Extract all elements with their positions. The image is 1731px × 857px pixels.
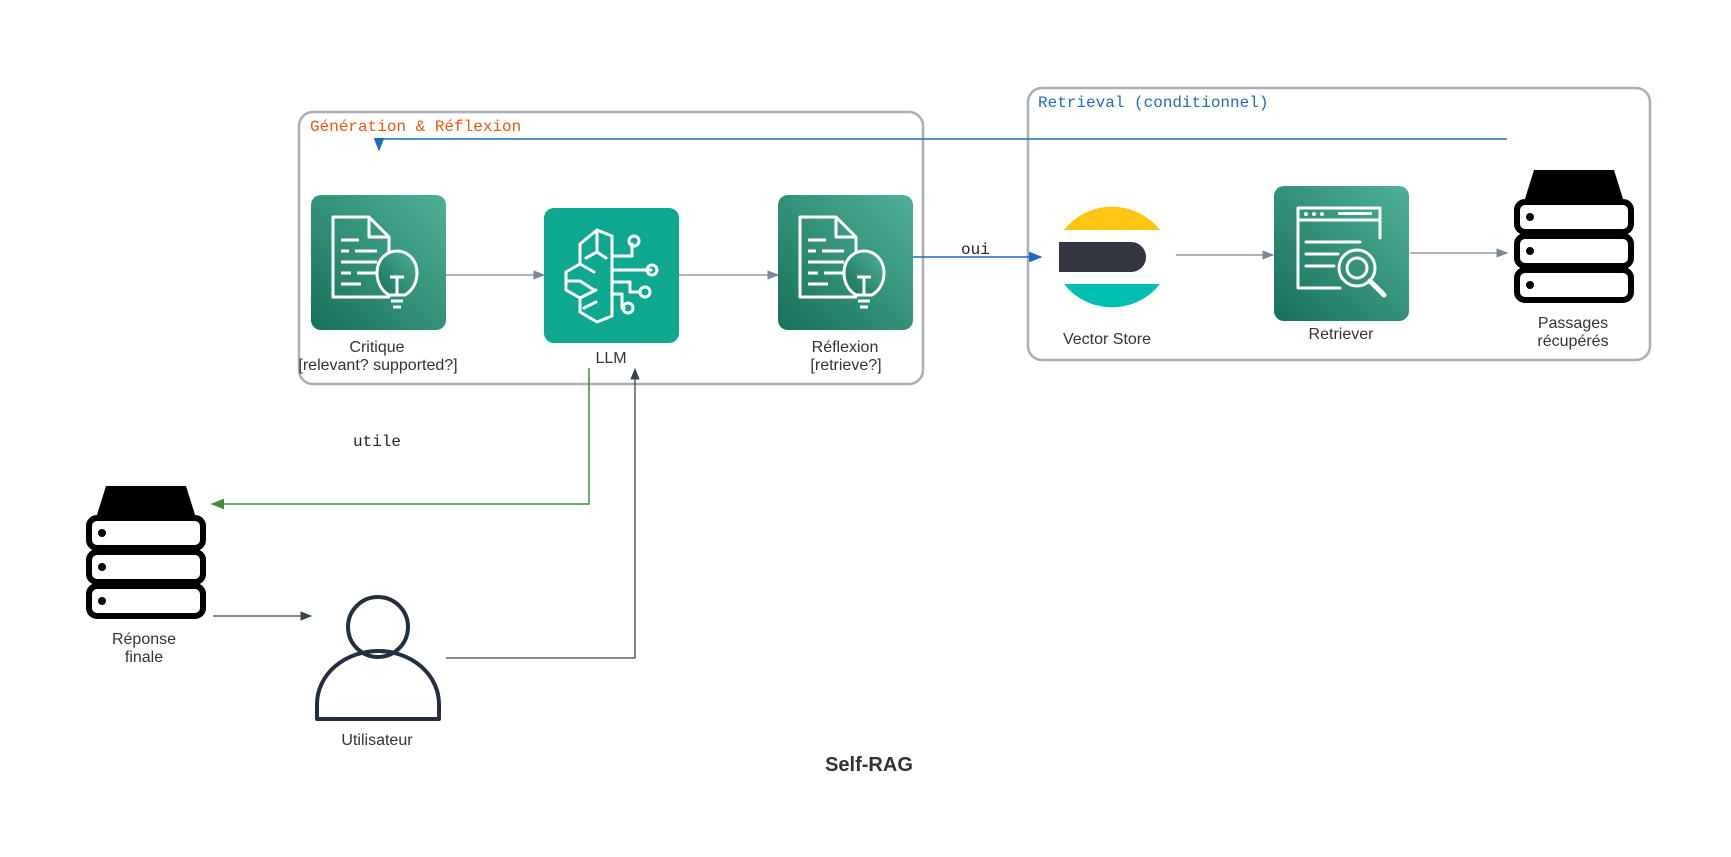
- node-passages-sublabel: récupérés: [1537, 333, 1608, 350]
- node-reflexion-label: Réflexion: [812, 339, 879, 356]
- edge-llm-reponse: [210, 368, 590, 510]
- node-llm-label: LLM: [595, 350, 626, 367]
- edges: oui utile: [210, 137, 1509, 659]
- cluster-generation-label: Génération & Réflexion: [310, 118, 521, 136]
- browser-search-icon: [1274, 186, 1409, 321]
- node-reponse-sublabel: finale: [125, 649, 163, 666]
- node-critique-sublabel: [relevant? supported?]: [298, 357, 457, 374]
- edge-utilisateur-llm: [446, 367, 640, 659]
- edge-passages-critique: [373, 137, 1507, 152]
- elasticsearch-icon: [1059, 206, 1160, 308]
- server-stack-icon: [89, 486, 203, 616]
- cluster-retrieval: Retrieval (conditionnel): [1026, 86, 1652, 362]
- node-utilisateur-label: Utilisateur: [341, 732, 413, 749]
- node-vector-store-label: Vector Store: [1063, 331, 1151, 348]
- node-critique[interactable]: Critique [relevant? supported?]: [298, 195, 458, 374]
- node-reponse[interactable]: Réponse finale: [89, 486, 203, 666]
- cluster-retrieval-label: Retrieval (conditionnel): [1038, 94, 1268, 112]
- node-retriever-label: Retriever: [1309, 326, 1375, 343]
- edge-label-utile: utile: [353, 433, 401, 451]
- document-lightbulb-icon: [778, 195, 913, 330]
- cluster-generation: Génération & Réflexion: [297, 110, 925, 386]
- node-reflexion-sublabel: [retrieve?]: [810, 357, 881, 374]
- node-llm[interactable]: LLM: [544, 208, 679, 367]
- node-passages-label: Passages: [1538, 315, 1608, 332]
- edge-label-oui: oui: [961, 241, 990, 259]
- node-reponse-label: Réponse: [112, 631, 176, 648]
- node-reflexion[interactable]: Réflexion [retrieve?]: [778, 195, 913, 374]
- diagram-title: Self-RAG: [825, 754, 913, 776]
- document-lightbulb-icon: [311, 195, 446, 330]
- brain-circuit-icon: [544, 208, 679, 343]
- node-vector-store[interactable]: Vector Store: [1059, 206, 1160, 348]
- node-retriever[interactable]: Retriever: [1274, 186, 1409, 343]
- node-passages[interactable]: Passages récupérés: [1517, 170, 1631, 350]
- node-critique-label: Critique: [349, 339, 404, 356]
- server-stack-icon: [1517, 170, 1631, 300]
- user-icon: [315, 595, 441, 721]
- node-utilisateur[interactable]: Utilisateur: [315, 595, 441, 749]
